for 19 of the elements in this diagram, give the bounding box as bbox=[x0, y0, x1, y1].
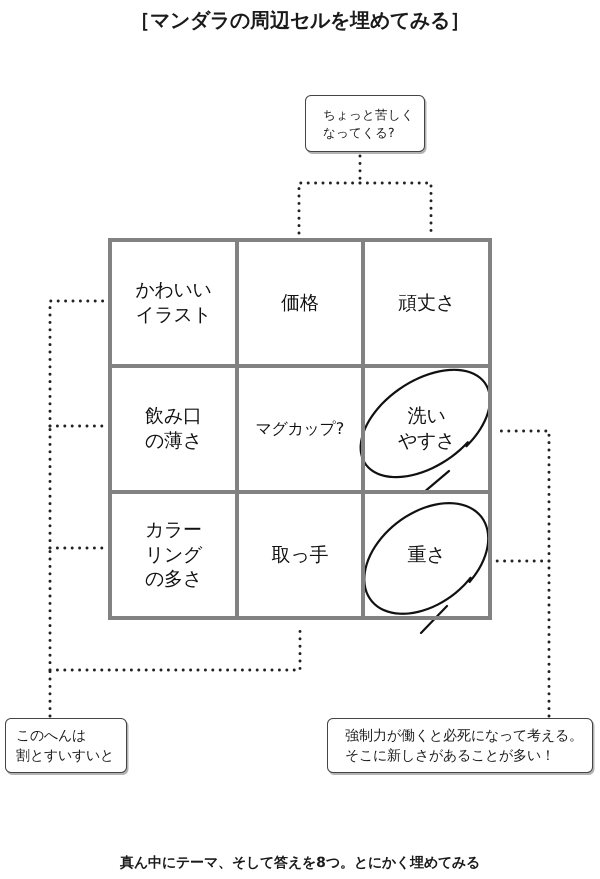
leader-line bbox=[48, 668, 52, 718]
callout-box bbox=[305, 95, 425, 152]
cell-text: 重さ bbox=[408, 542, 446, 568]
cell-text: かわいいイラスト bbox=[135, 278, 212, 328]
callout-box bbox=[5, 718, 127, 773]
callout-text: このへんは割とすいすいと bbox=[16, 727, 114, 766]
leader-line bbox=[494, 560, 550, 562]
cell-text: 頑丈さ bbox=[398, 290, 456, 316]
callout-text: 強制力が働くと必死になって考える。そこに新しさがあることが多い！ bbox=[345, 727, 583, 766]
caption: 真ん中にテーマ、そして答えを8つ。とにかく埋めてみる bbox=[120, 855, 480, 871]
cell-text: 取っ手 bbox=[271, 542, 328, 568]
callout-box bbox=[327, 718, 593, 773]
cell-text: カラーリングの多さ bbox=[144, 518, 202, 592]
callout-text: ちょっと苦しくなってくる? bbox=[323, 106, 414, 142]
cell-text: 飲み口の薄さ bbox=[144, 404, 202, 454]
cell-text: マグカップ? bbox=[256, 418, 344, 440]
cell-text: 価格 bbox=[280, 290, 319, 316]
cell-text: 洗いやすさ bbox=[398, 404, 456, 454]
title: ［マンダラの周辺セルを埋めてみる］ bbox=[130, 8, 470, 32]
